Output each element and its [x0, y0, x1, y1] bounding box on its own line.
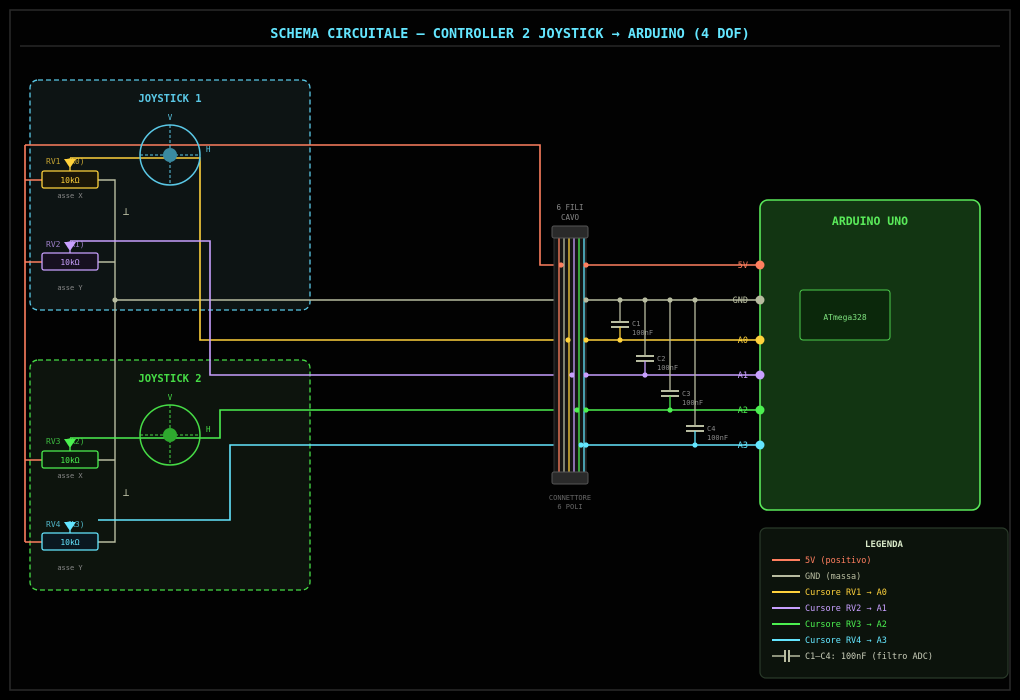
joystick-2-axis-v: V — [168, 393, 173, 402]
capacitor-c1-name: C1 — [632, 320, 640, 328]
arduino-title: ARDUINO UNO — [832, 214, 908, 228]
capacitor-c4-name: C4 — [707, 425, 715, 433]
connector-label-1: CONNETTORE — [549, 494, 591, 502]
joystick-2-box — [29, 359, 311, 591]
arduino-box — [759, 199, 981, 511]
svg-text:A2: A2 — [738, 406, 748, 416]
joystick-1-title: JOYSTICK 1 — [138, 93, 201, 105]
potentiometer-rv4: 10kΩ — [41, 521, 99, 551]
arduino-pin-gnd: GND — [733, 295, 765, 306]
svg-text:Cursore RV3 → A2: Cursore RV3 → A2 — [805, 620, 887, 630]
capacitor-c3 — [661, 297, 679, 413]
svg-text:5V (positivo): 5V (positivo) — [805, 556, 872, 566]
arduino-pin-a0: A0 — [738, 335, 765, 346]
rv2-axis: asse Y — [57, 284, 83, 292]
legend-box — [759, 527, 1009, 679]
svg-text:10kΩ: 10kΩ — [60, 456, 79, 465]
rv3-label: RV3 (A2) — [46, 437, 85, 446]
rv1-label: RV1 (A0) — [46, 157, 85, 166]
wire-a2 — [70, 409, 760, 439]
junction-a2-cable — [574, 407, 580, 413]
joystick-1-axis-h: H — [206, 145, 211, 154]
rv4-label: RV4 (A3) — [46, 520, 85, 529]
potentiometer-rv3: 10kΩ — [41, 438, 99, 469]
svg-text:A3: A3 — [738, 441, 748, 451]
svg-text:10kΩ: 10kΩ — [60, 538, 79, 547]
rv2-label: RV2 (A1) — [46, 240, 85, 249]
wire-a1 — [70, 240, 760, 376]
cable-connector-top — [551, 225, 589, 239]
connector-label-2: 6 POLI — [557, 503, 582, 511]
junction-a3-out — [583, 442, 589, 448]
legend-item-a0: Cursore RV1 → A0 — [772, 588, 887, 598]
potentiometer-rv2: 10kΩ — [41, 241, 99, 271]
joystick-1-gimbal — [139, 124, 201, 186]
svg-text:GND: GND — [733, 296, 748, 306]
legend-item-capacitor: C1–C4: 100nF (filtro ADC) — [772, 650, 933, 662]
capacitor-c3-value: 100nF — [682, 399, 703, 407]
joystick-2-title: JOYSTICK 2 — [138, 373, 201, 385]
legend-item-a1: Cursore RV2 → A1 — [772, 604, 887, 614]
capacitor-c4 — [686, 297, 704, 448]
rv4-axis: asse Y — [57, 564, 83, 572]
junction-gnd-joystick — [112, 297, 118, 303]
svg-text:C1–C4: 100nF (filtro ADC): C1–C4: 100nF (filtro ADC) — [805, 652, 933, 662]
potentiometer-rv1: 10kΩ — [41, 158, 99, 189]
svg-text:Cursore RV1 → A0: Cursore RV1 → A0 — [805, 588, 887, 598]
svg-text:A1: A1 — [738, 371, 748, 381]
atmega-chip — [799, 289, 891, 341]
joystick-1-axis-v: V — [168, 113, 173, 122]
wire-a3 — [98, 444, 760, 521]
legend-item-5v: 5V (positivo) — [772, 556, 872, 566]
svg-text:A0: A0 — [738, 336, 748, 346]
svg-text:GND (massa): GND (massa) — [805, 572, 861, 582]
wire-gnd-rail — [98, 179, 116, 543]
cable-label-top-2: CAVO — [561, 213, 580, 222]
junction-a0-cable — [565, 337, 571, 343]
atmega-chip-label: ATmega328 — [823, 313, 867, 322]
rv3-axis: asse X — [57, 472, 83, 480]
junction-gnd-out — [583, 297, 589, 303]
capacitor-c1 — [611, 297, 629, 343]
svg-text:Cursore RV2 → A1: Cursore RV2 → A1 — [805, 604, 887, 614]
capacitor-c2 — [636, 297, 654, 378]
capacitor-c2-value: 100nF — [657, 364, 678, 372]
legend-title: LEGENDA — [865, 540, 904, 550]
ground-symbol-1: ⊥ — [123, 205, 130, 218]
junction-a1-out — [583, 372, 589, 378]
junction-a0-out — [583, 337, 589, 343]
junction-a2-out — [583, 407, 589, 413]
junction-5v-cable — [558, 262, 564, 268]
arduino-pin-a1: A1 — [738, 370, 765, 381]
capacitor-c3-name: C3 — [682, 390, 690, 398]
arduino-pin-a3: A3 — [738, 440, 765, 451]
junction-a1-cable — [569, 372, 575, 378]
capacitor-c2-name: C2 — [657, 355, 665, 363]
rv1-axis: asse X — [57, 192, 83, 200]
junction-a3-cable — [578, 442, 584, 448]
joystick-2-gimbal — [139, 404, 201, 466]
joystick-2-axis-h: H — [206, 425, 211, 434]
capacitor-c1-value: 100nF — [632, 329, 653, 337]
legend-item-gnd: GND (massa) — [772, 572, 861, 582]
cable-label-top-1: 6 FILI — [556, 203, 583, 212]
joystick-1-box — [29, 79, 311, 311]
legend-item-a3: Cursore RV4 → A3 — [772, 636, 887, 646]
junction-5v-out — [583, 262, 589, 268]
cable-connector-bottom — [551, 471, 589, 485]
capacitor-c4-value: 100nF — [707, 434, 728, 442]
svg-text:10kΩ: 10kΩ — [60, 258, 79, 267]
diagram-title: SCHEMA CIRCUITALE — CONTROLLER 2 JOYSTIC… — [270, 26, 750, 42]
arduino-pin-5v: 5V — [738, 260, 765, 271]
wire-5v — [25, 144, 760, 266]
legend-item-a2: Cursore RV3 → A2 — [772, 620, 887, 630]
wire-a0 — [70, 157, 760, 341]
svg-text:10kΩ: 10kΩ — [60, 176, 79, 185]
arduino-pin-a2: A2 — [738, 405, 765, 416]
svg-text:5V: 5V — [738, 261, 748, 271]
ground-symbol-2: ⊥ — [123, 486, 130, 499]
svg-text:Cursore RV4 → A3: Cursore RV4 → A3 — [805, 636, 887, 646]
